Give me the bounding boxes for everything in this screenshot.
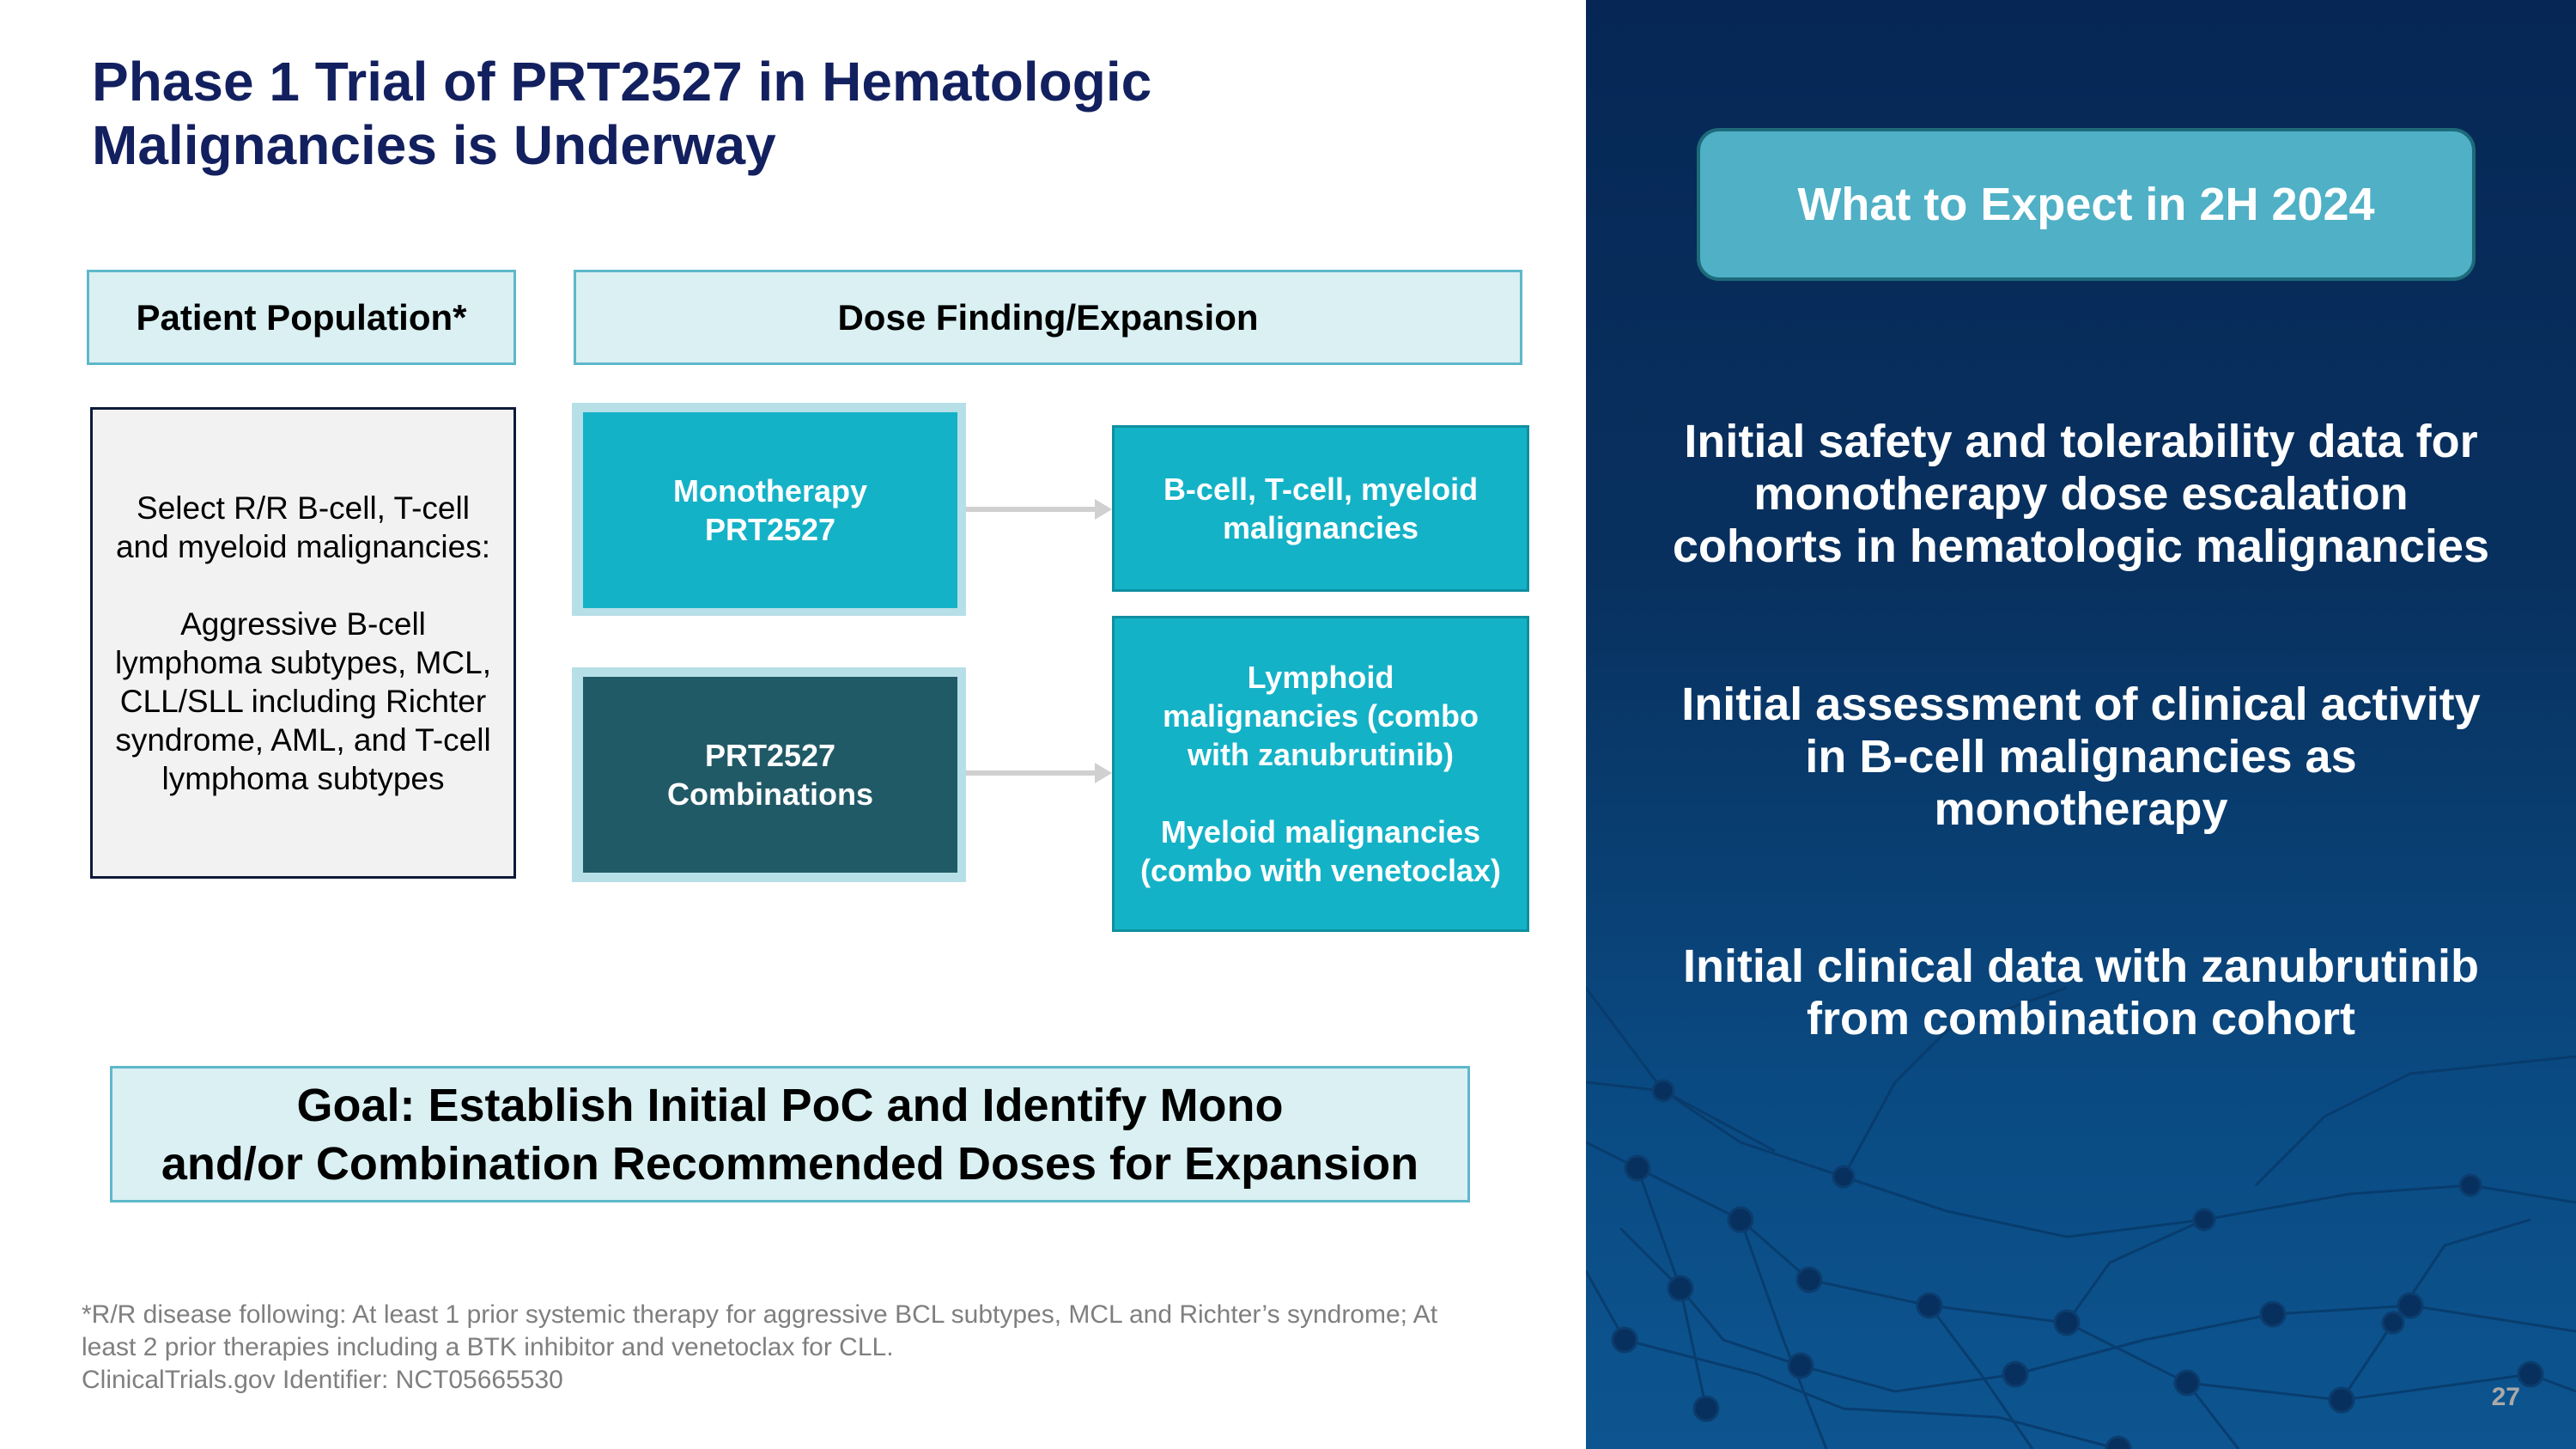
expectation-item-3: Initial clinical data with zanubrutinib … — [1603, 941, 2559, 1045]
lymphoid-line2: malignancies (combo — [1162, 698, 1479, 734]
combinations-box: PRT2527 Combinations — [583, 677, 957, 873]
myeloid-line2: (combo with venetoclax) — [1139, 853, 1502, 888]
expectation-3-line1: Initial clinical data with zanubrutinib — [1682, 941, 2480, 992]
expectation-1-line3: cohorts in hematologic malignancies — [1672, 521, 2490, 572]
what-to-expect-label: What to Expect in 2H 2024 — [1797, 179, 2375, 230]
footnote-line3: ClinicalTrials.gov Identifier: NCT056655… — [82, 1366, 563, 1394]
dose-finding-header: Dose Finding/Expansion — [574, 270, 1522, 365]
expectation-1-line1: Initial safety and tolerability data for — [1684, 416, 2478, 467]
monotherapy-result-box: B-cell, T-cell, myeloid malignancies — [1112, 425, 1529, 592]
slide-title-line2: Malignancies is Underway — [92, 114, 776, 176]
monotherapy-arrow-shaft — [966, 507, 1097, 512]
expectation-3-line2: from combination cohort — [1807, 993, 2355, 1044]
slide-title-line1: Phase 1 Trial of PRT2527 in Hematologic — [92, 51, 1152, 113]
combinations-arrow-shaft — [966, 770, 1097, 776]
goal-line1: Goal: Establish Initial PoC and Identify… — [296, 1079, 1284, 1131]
dose-finding-header-label: Dose Finding/Expansion — [837, 296, 1259, 338]
expectation-2-line3: monotherapy — [1934, 783, 2228, 835]
combination-result-box: Lymphoid malignancies (combo with zanubr… — [1112, 616, 1529, 932]
patient-population-header: Patient Population* — [87, 270, 516, 365]
patient-detail-line3: CLL/SLL including Richter — [119, 683, 487, 719]
goal-line2: and/or Combination Recommended Doses for… — [161, 1137, 1419, 1190]
monotherapy-line1: Monotherapy — [672, 473, 867, 508]
patient-intro-line1: Select R/R B-cell, T-cell — [137, 490, 470, 526]
expectations-panel: What to Expect in 2H 2024 Initial safety… — [1586, 0, 2576, 1449]
expectation-2-line1: Initial assessment of clinical activity — [1681, 679, 2481, 730]
goal-box: Goal: Establish Initial PoC and Identify… — [110, 1066, 1470, 1202]
patient-detail-line5: lymphoma subtypes — [161, 760, 445, 796]
monotherapy-line2: PRT2527 — [704, 512, 836, 547]
patient-detail-line1: Aggressive B-cell — [180, 606, 426, 642]
monotherapy-arrow-icon — [1095, 499, 1112, 520]
what-to-expect-header: What to Expect in 2H 2024 — [1697, 128, 2476, 281]
patient-detail-line4: syndrome, AML, and T-cell — [115, 721, 491, 758]
page-number: 27 — [2491, 1383, 2520, 1411]
mono-result-line2: malignancies — [1222, 510, 1419, 545]
lymphoid-line1: Lymphoid — [1247, 660, 1394, 695]
expectation-item-2: Initial assessment of clinical activity … — [1603, 679, 2559, 836]
expectation-2-line2: in B-cell malignancies as — [1805, 731, 2357, 782]
patient-population-header-label: Patient Population* — [136, 296, 467, 338]
footnote: *R/R disease following: At least 1 prior… — [82, 1299, 1541, 1397]
footnote-line1: *R/R disease following: At least 1 prior… — [82, 1300, 1438, 1329]
lymphoid-line3: with zanubrutinib) — [1188, 737, 1454, 772]
network-background-icon — [1586, 986, 2576, 1449]
patient-intro-line2: and myeloid malignancies: — [115, 528, 490, 564]
combinations-arrow-icon — [1095, 763, 1112, 783]
patient-population-box: Select R/R B-cell, T-cell and myeloid ma… — [90, 407, 516, 879]
mono-result-line1: B-cell, T-cell, myeloid — [1163, 472, 1479, 507]
patient-detail-line2: lymphoma subtypes, MCL, — [114, 644, 491, 680]
combinations-line1: PRT2527 — [704, 738, 836, 773]
monotherapy-box: Monotherapy PRT2527 — [583, 412, 957, 608]
expectation-1-line2: monotherapy dose escalation — [1753, 468, 2409, 520]
myeloid-line1: Myeloid malignancies — [1160, 814, 1481, 849]
slide-title: Phase 1 Trial of PRT2527 in Hematologic … — [92, 50, 1380, 177]
footnote-line2: least 2 prior therapies including a BTK … — [82, 1333, 894, 1361]
combinations-line2: Combinations — [667, 776, 873, 812]
expectation-item-1: Initial safety and tolerability data for… — [1603, 416, 2559, 573]
